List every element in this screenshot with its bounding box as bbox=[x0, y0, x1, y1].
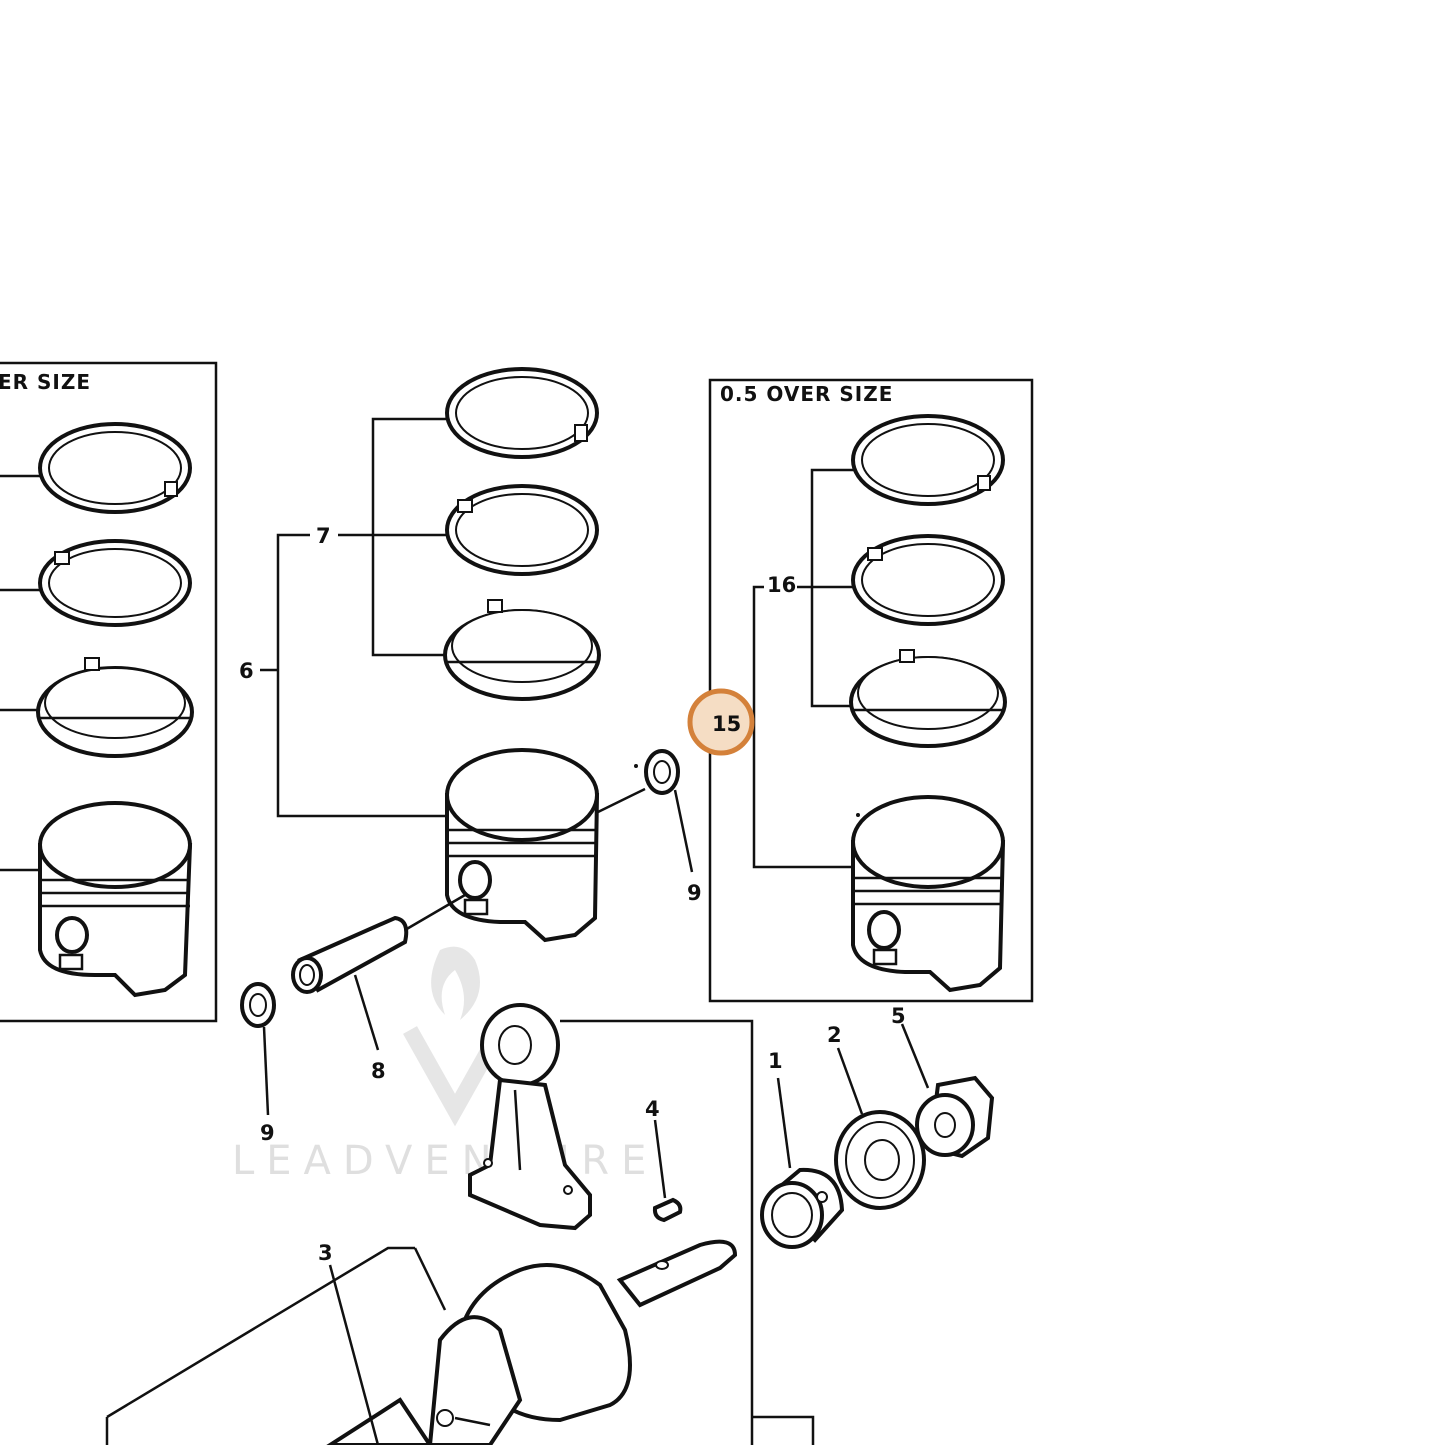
crankshaft bbox=[326, 1239, 738, 1445]
callout-2: 2 bbox=[827, 1023, 842, 1047]
watermark-text: LEADVENTURE bbox=[232, 1138, 658, 1184]
right-box-title: 0.5 OVER SIZE bbox=[720, 382, 893, 406]
piston-ring bbox=[443, 599, 601, 701]
callout-16: 16 bbox=[767, 573, 796, 597]
callout-3: 3 bbox=[318, 1241, 333, 1265]
piston-ring bbox=[851, 414, 1005, 506]
oil-seal bbox=[834, 1110, 926, 1210]
callout-8: 8 bbox=[371, 1059, 386, 1083]
crank-assembly: 4 3 1 2 bbox=[105, 1003, 995, 1445]
callout-15: 15 bbox=[712, 712, 741, 736]
piston-ring bbox=[445, 484, 599, 576]
callout-7: 7 bbox=[316, 524, 331, 548]
piston-ring bbox=[851, 534, 1005, 626]
center-piston-assembly: 7 6 bbox=[239, 367, 702, 1145]
connecting-rod bbox=[468, 1003, 592, 1231]
flange-nut bbox=[915, 1075, 995, 1159]
piston bbox=[445, 748, 600, 943]
piston-ring bbox=[445, 367, 599, 459]
bushing bbox=[760, 1167, 845, 1249]
watermark: LEADVENTURE bbox=[232, 946, 658, 1184]
callout-6: 6 bbox=[239, 659, 254, 683]
piston bbox=[851, 795, 1006, 993]
callout-15-highlight[interactable]: 15 bbox=[687, 688, 755, 756]
left-oversize-box: ER SIZE bbox=[0, 361, 218, 1023]
callout-9-lower: 9 bbox=[260, 1121, 275, 1145]
callout-9-upper: 9 bbox=[687, 881, 702, 905]
callout-1: 1 bbox=[768, 1049, 783, 1073]
woodruff-key bbox=[652, 1197, 683, 1223]
circlip bbox=[240, 982, 276, 1028]
highlight-ring bbox=[687, 688, 755, 756]
piston-ring bbox=[38, 422, 192, 514]
left-box-title: ER SIZE bbox=[0, 370, 91, 394]
right-oversize-box: 0.5 OVER SIZE 16 bbox=[708, 378, 1034, 1003]
piston-ring bbox=[38, 539, 192, 627]
circlip bbox=[644, 749, 680, 795]
piston bbox=[38, 801, 193, 998]
piston-pin bbox=[291, 915, 409, 994]
flame-logo-icon bbox=[431, 946, 480, 1020]
piston-ring bbox=[849, 649, 1007, 748]
callout-4: 4 bbox=[645, 1097, 660, 1121]
piston-ring bbox=[36, 657, 194, 758]
callout-5: 5 bbox=[891, 1004, 906, 1028]
